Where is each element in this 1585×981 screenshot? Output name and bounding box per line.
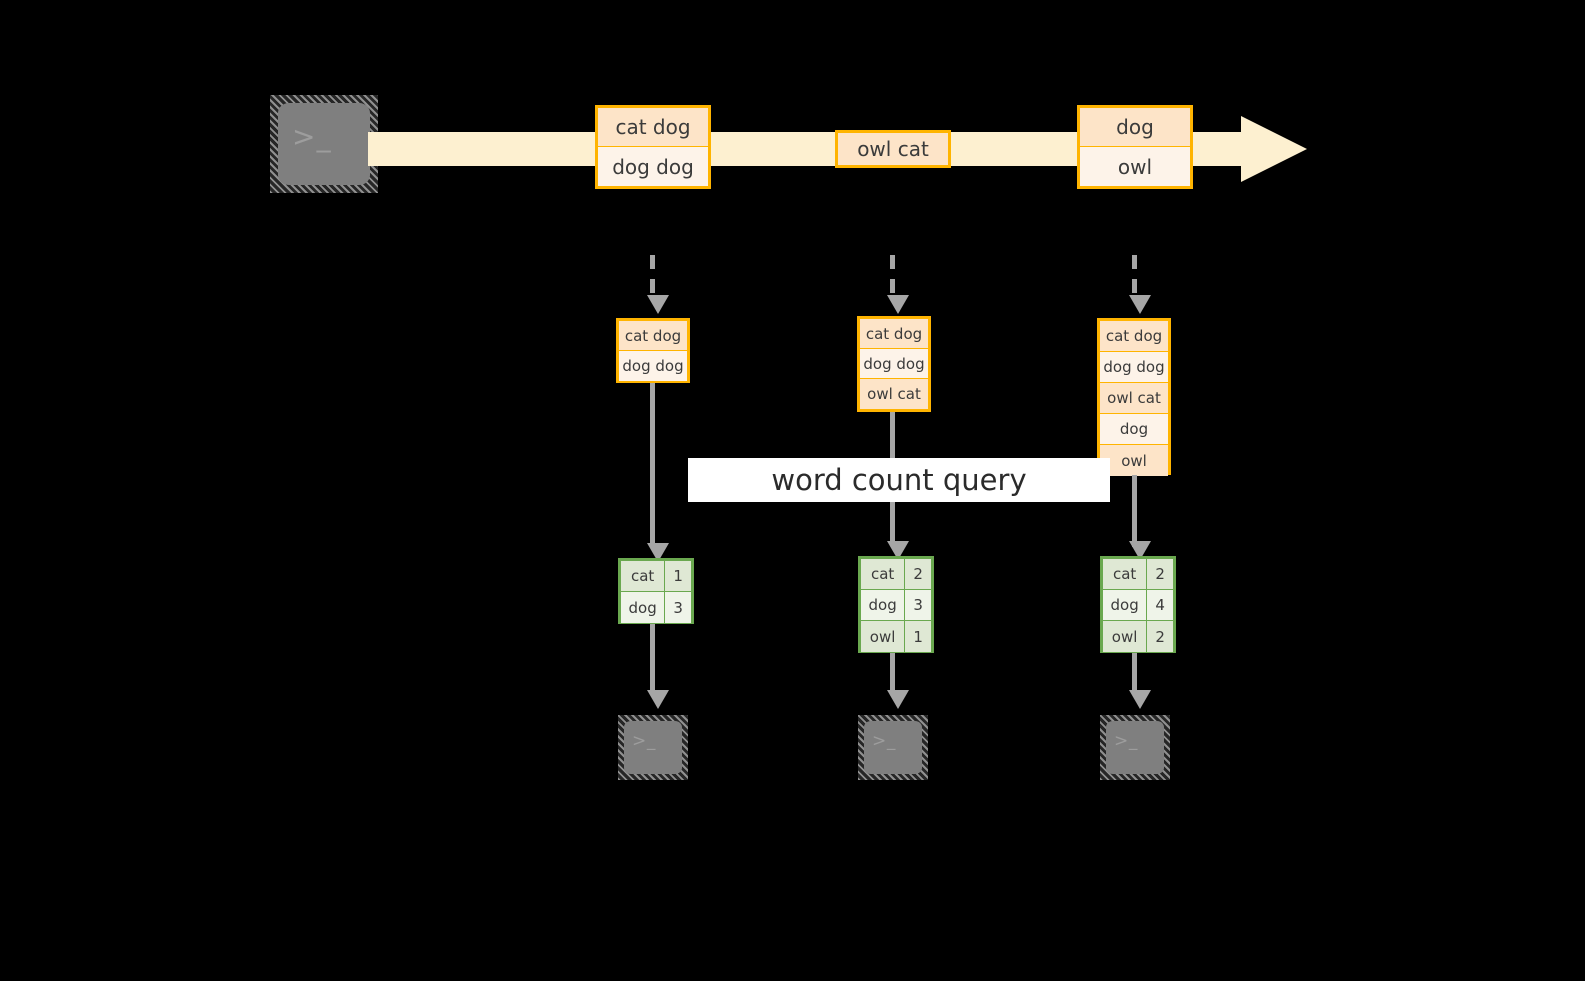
snapshot-row: dog dog	[619, 351, 687, 381]
stream-band-arrowhead	[1241, 116, 1307, 182]
result-count: 3	[665, 592, 691, 623]
snapshot-row: dog	[1100, 414, 1168, 445]
result-to-sink-arrowhead-3	[1129, 690, 1151, 709]
result-row: cat 2	[861, 559, 931, 590]
query-label: word count query	[688, 458, 1110, 502]
snapshot-to-result-connector-1	[650, 383, 655, 548]
result-count: 2	[1147, 559, 1173, 589]
stream-record-group-1: cat dog dog dog	[595, 105, 711, 189]
stream-to-snapshot-arrowhead-3	[1129, 295, 1151, 314]
result-row: cat 2	[1103, 559, 1173, 590]
terminal-prompt-label: >_	[292, 120, 332, 153]
stream-record: dog	[1080, 108, 1190, 147]
result-table-3: cat 2 dog 4 owl 2	[1100, 556, 1176, 653]
stream-record: owl	[1080, 147, 1190, 186]
terminal-prompt-label: >_	[1114, 731, 1139, 751]
stream-to-snapshot-connector-3	[1132, 255, 1137, 295]
result-to-sink-connector-1	[650, 624, 655, 694]
snapshot-to-result-arrowhead-2	[887, 541, 909, 560]
result-row: owl 1	[861, 621, 931, 652]
result-word: cat	[621, 561, 666, 591]
stream-to-snapshot-arrowhead-1	[647, 295, 669, 314]
result-row: owl 2	[1103, 621, 1173, 652]
result-word: dog	[1103, 590, 1148, 620]
result-table-2: cat 2 dog 3 owl 1	[858, 556, 934, 653]
snapshot-to-result-connector-3	[1132, 475, 1137, 547]
result-count: 1	[665, 561, 691, 591]
terminal-prompt-label: >_	[632, 731, 657, 751]
result-to-sink-arrowhead-2	[887, 690, 909, 709]
stream-record: dog dog	[598, 147, 708, 186]
result-count: 1	[905, 621, 931, 652]
snapshot-to-result-arrowhead-1	[647, 543, 669, 562]
result-word: cat	[861, 559, 906, 589]
terminal-screen	[278, 103, 370, 185]
snapshot-to-result-arrowhead-3	[1129, 541, 1151, 560]
snapshot-row: cat dog	[860, 319, 928, 349]
snapshot-row: cat dog	[1100, 321, 1168, 352]
sink-terminal-icon-3: >_	[1100, 715, 1170, 780]
stream-record-group-2: owl cat	[835, 130, 951, 168]
stream-to-snapshot-arrowhead-2	[887, 295, 909, 314]
snapshot-table-1: cat dog dog dog	[616, 318, 690, 383]
snapshot-table-2: cat dog dog dog owl cat	[857, 316, 931, 412]
stream-to-snapshot-connector-2	[890, 255, 895, 295]
result-count: 2	[1147, 621, 1173, 652]
result-to-sink-arrowhead-1	[647, 690, 669, 709]
snapshot-row: dog dog	[1100, 352, 1168, 383]
result-word: owl	[861, 621, 906, 652]
result-count: 2	[905, 559, 931, 589]
result-row: dog 3	[861, 590, 931, 621]
terminal-prompt-label: >_	[872, 731, 897, 751]
query-label-text: word count query	[771, 463, 1027, 497]
terminal-screen	[624, 721, 682, 774]
sink-terminal-icon-1: >_	[618, 715, 688, 780]
source-terminal-icon: >_	[270, 95, 378, 193]
result-table-1: cat 1 dog 3	[618, 558, 694, 624]
result-row: dog 3	[621, 592, 691, 623]
result-row: cat 1	[621, 561, 691, 592]
result-row: dog 4	[1103, 590, 1173, 621]
stream-record: owl cat	[838, 133, 948, 165]
terminal-screen	[864, 721, 922, 774]
stream-to-snapshot-connector-1	[650, 255, 655, 295]
snapshot-row: owl cat	[860, 379, 928, 409]
snapshot-table-3: cat dog dog dog owl cat dog owl	[1097, 318, 1171, 476]
snapshot-row: owl	[1100, 445, 1168, 476]
result-word: dog	[621, 592, 666, 623]
snapshot-row: owl cat	[1100, 383, 1168, 414]
terminal-screen	[1106, 721, 1164, 774]
snapshot-row: dog dog	[860, 349, 928, 379]
result-word: dog	[861, 590, 906, 620]
result-word: owl	[1103, 621, 1148, 652]
result-count: 3	[905, 590, 931, 620]
stream-record-group-3: dog owl	[1077, 105, 1193, 189]
snapshot-row: cat dog	[619, 321, 687, 351]
result-word: cat	[1103, 559, 1148, 589]
result-to-sink-connector-3	[1132, 653, 1137, 695]
result-count: 4	[1147, 590, 1173, 620]
sink-terminal-icon-2: >_	[858, 715, 928, 780]
result-to-sink-connector-2	[890, 653, 895, 695]
stream-record: cat dog	[598, 108, 708, 147]
